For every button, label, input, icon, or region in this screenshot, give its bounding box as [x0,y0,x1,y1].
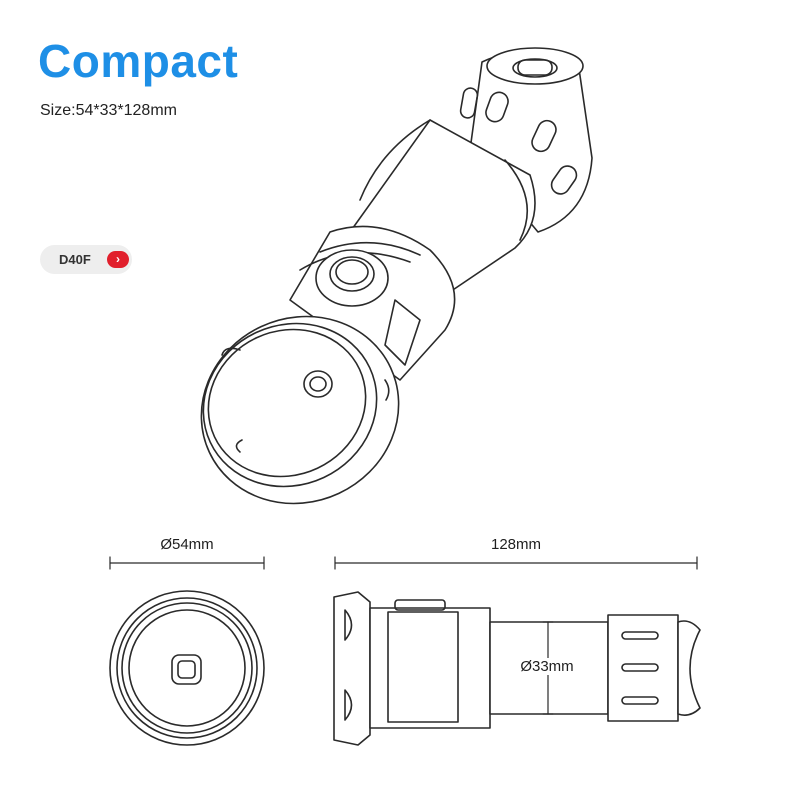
diameter-head-label: Ø54mm [160,536,214,553]
bezel [200,315,400,505]
diameter-body-label: Ø33mm [516,658,578,675]
length-label: 128mm [490,536,542,553]
model-selector[interactable]: D40F › [40,245,132,274]
model-label: D40F [59,252,91,267]
head-collar [289,225,456,381]
dimension-lines [109,556,698,570]
chevron-right-icon[interactable]: › [107,251,129,268]
size-spec: Size:54*33*128mm [40,102,177,119]
page-title: Compact [38,35,239,87]
front-view [109,590,265,746]
